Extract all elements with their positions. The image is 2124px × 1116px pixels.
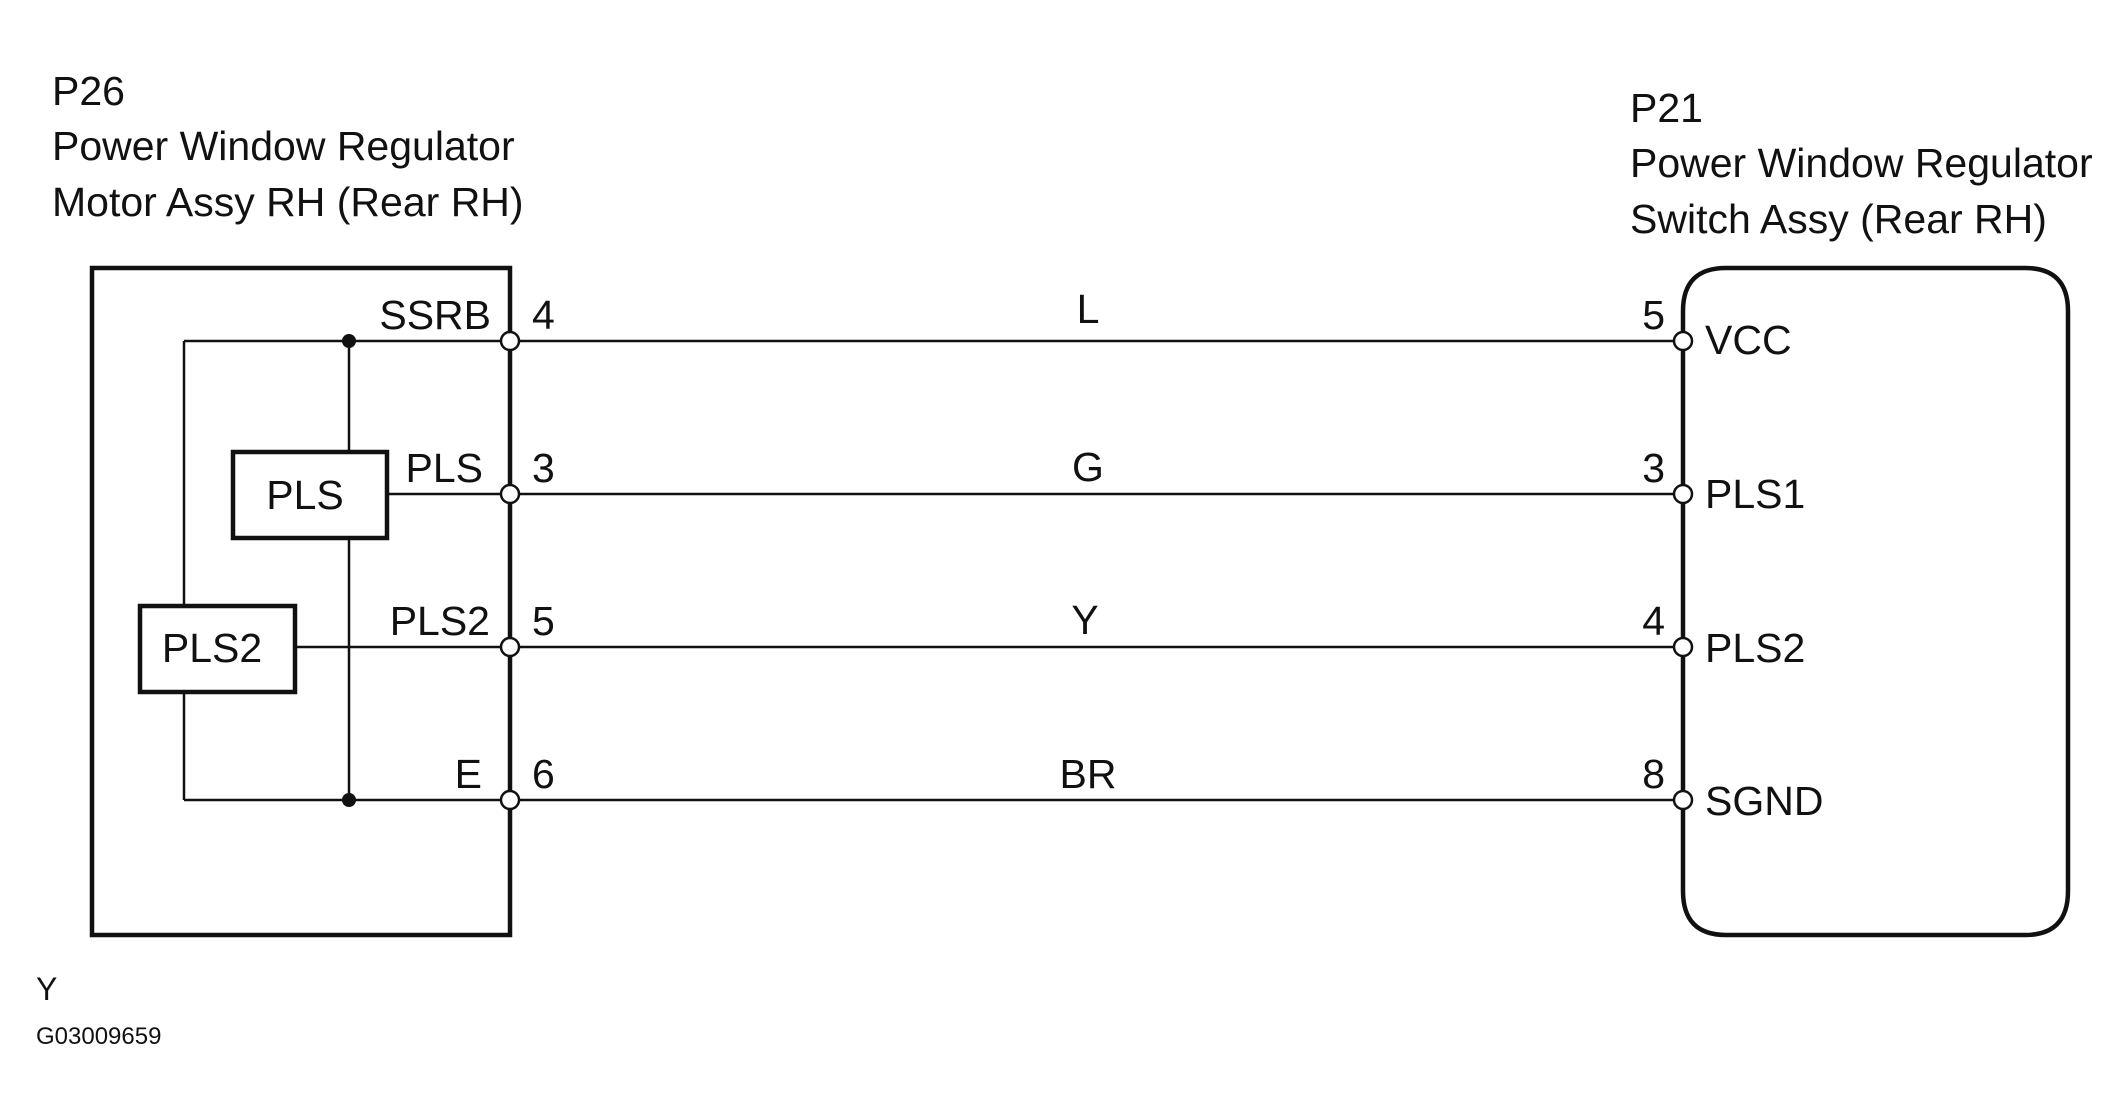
right-terminal-label: SGND [1705, 778, 1823, 824]
right-connector-name-line2: Switch Assy (Rear RH) [1630, 196, 2047, 242]
wire-color-label: BR [1060, 751, 1117, 797]
left-terminal-label: E [455, 751, 482, 797]
left-pin-number: 3 [532, 445, 555, 491]
left-terminal-label: PLS [406, 445, 484, 491]
left-pin-number: 6 [532, 751, 555, 797]
left-pin-circle [499, 636, 521, 658]
footer-letter: Y [36, 971, 57, 1007]
right-pin-number: 3 [1642, 445, 1665, 491]
left-connector-name-line1: Power Window Regulator [52, 123, 515, 169]
wire-color-label: L [1077, 286, 1100, 332]
pls2-sensor-label: PLS2 [162, 625, 262, 671]
switch-assy-box [1680, 265, 2071, 938]
left-connector-name-line2: Motor Assy RH (Rear RH) [52, 179, 524, 225]
right-pin-number: 4 [1642, 598, 1665, 644]
wire-color-label: G [1072, 444, 1104, 490]
right-connector-code: P21 [1630, 85, 1703, 131]
motor-assy-box [89, 265, 513, 938]
right-pin-number: 8 [1642, 751, 1665, 797]
right-pin-number: 5 [1642, 292, 1665, 338]
splice-point-top [342, 334, 356, 348]
right-pin-circle [1672, 636, 1694, 658]
left-connector-code: P26 [52, 68, 125, 114]
right-pin-circle [1672, 789, 1694, 811]
figure-code: G03009659 [36, 1023, 161, 1050]
pls2-sensor: PLS2 [137, 603, 298, 695]
motor-internal-wiring [182, 339, 510, 802]
left-pin-circle [499, 483, 521, 505]
left-pin-circle [499, 789, 521, 811]
pls-sensor-label: PLS [266, 472, 344, 518]
right-terminal-label: PLS2 [1705, 625, 1805, 671]
wire-color-label: Y [1071, 597, 1098, 643]
wire-ssrb-vcc: SSRB 4 L 5 VCC [379, 286, 1791, 363]
right-pin-circle [1672, 330, 1694, 352]
right-terminal-label: VCC [1705, 317, 1792, 363]
wire-e-sgnd: E 6 BR 8 SGND [455, 751, 1824, 824]
left-pin-circle [499, 330, 521, 352]
splice-point-bottom [342, 793, 356, 807]
wire-pls-pls1: PLS 3 G 3 PLS1 [406, 444, 1806, 517]
right-pin-circle [1672, 483, 1694, 505]
pls-sensor: PLS [230, 449, 390, 541]
left-terminal-label: SSRB [379, 292, 491, 338]
left-pin-number: 5 [532, 598, 555, 644]
wire-pls2-pls2: PLS2 5 Y 4 PLS2 [390, 597, 1806, 671]
left-terminal-label: PLS2 [390, 598, 490, 644]
left-pin-number: 4 [532, 292, 555, 338]
right-connector-name-line1: Power Window Regulator [1630, 140, 2093, 186]
right-terminal-label: PLS1 [1705, 471, 1805, 517]
